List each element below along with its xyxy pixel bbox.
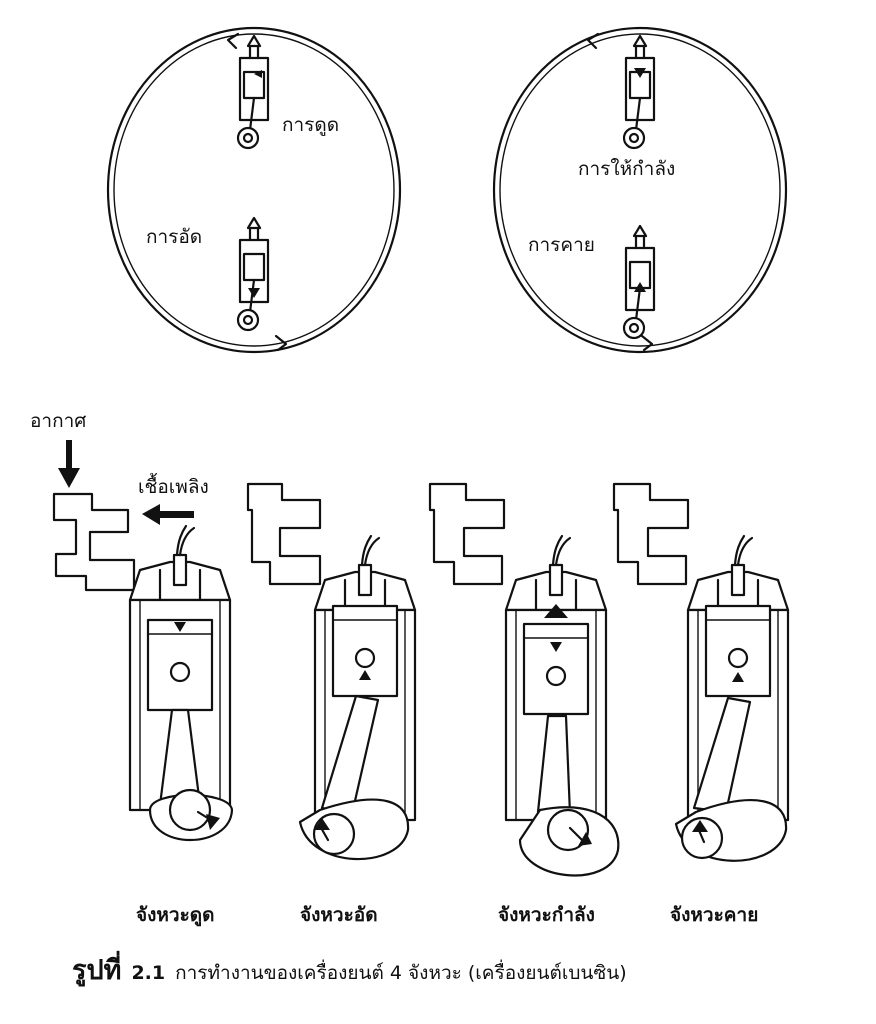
- label-exhaust: การคาย: [528, 234, 595, 256]
- caption-text: การทำงานของเครื่องยนต์ 4 จังหวะ (เครื่อง…: [175, 962, 627, 984]
- label-compression: การอัด: [146, 226, 203, 248]
- engine-intake: [52, 492, 234, 841]
- label-fuel: เชื้อเพลิง: [138, 476, 209, 498]
- cycle-circle-right: [492, 26, 788, 354]
- air-arrow: [58, 440, 80, 488]
- figure-caption: รูปที่ 2.1 การทำงานของเครื่องยนต์ 4 จังหวะ…: [72, 957, 627, 984]
- stroke-label-intake: จังหวะดูด: [136, 904, 215, 926]
- label-intake: การดูด: [282, 114, 340, 136]
- stroke-label-power: จังหวะกำลัง: [498, 904, 595, 926]
- caption-figure-number: 2.1: [131, 962, 166, 984]
- label-power: การให้กำลัง: [578, 158, 676, 180]
- engine-exhaust: [612, 482, 790, 862]
- engine-compression: [246, 482, 417, 861]
- caption-figure-word: รูปที่: [72, 955, 122, 986]
- cycle-circle-left: [106, 26, 402, 354]
- stroke-label-exhaust: จังหวะคาย: [670, 904, 759, 926]
- label-air: อากาศ: [30, 410, 87, 432]
- fuel-arrow: [142, 504, 194, 525]
- stroke-label-compression: จังหวะอัด: [300, 904, 378, 926]
- engine-power: [428, 482, 620, 877]
